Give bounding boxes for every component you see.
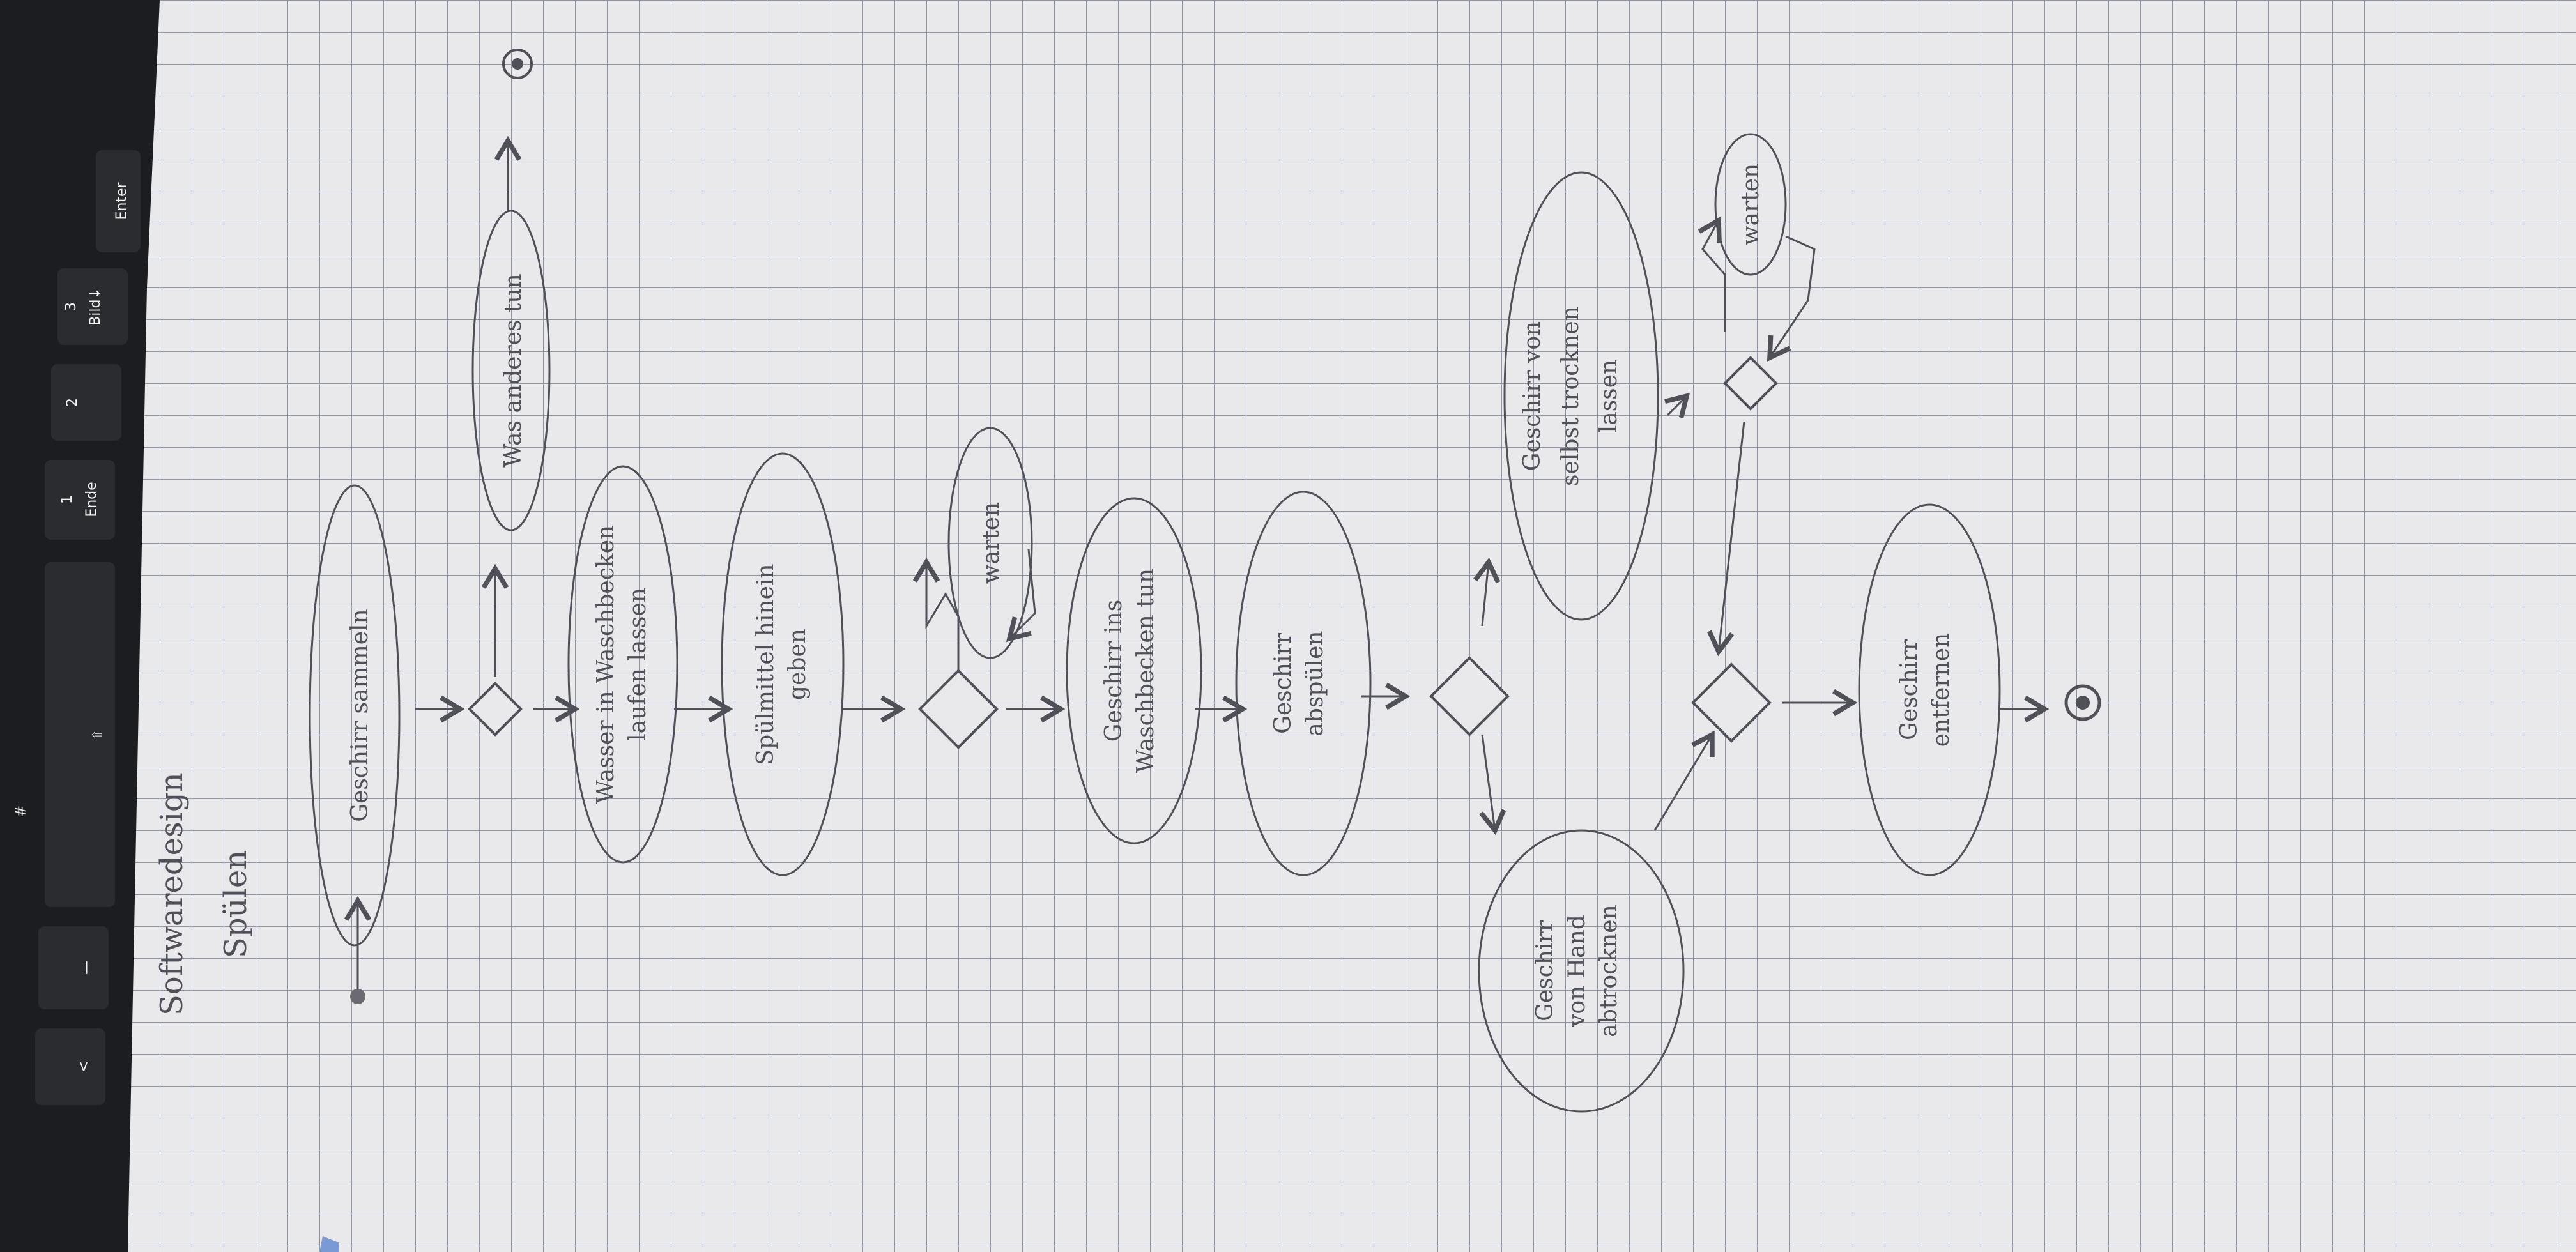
start-node (350, 989, 365, 1004)
activity-a5 (947, 427, 1033, 659)
label-a9-line2: selbst trocknen (1558, 306, 1584, 486)
edge-d4-d5 (1707, 421, 1745, 657)
edge-a8-d5 (1653, 730, 1715, 831)
activity-a1 (309, 484, 401, 947)
key-1 (45, 460, 115, 540)
edge-d3-a9 (1473, 557, 1501, 627)
activity-a2 (471, 210, 551, 531)
decision-4 (1723, 356, 1778, 411)
key-label-1: 1 (59, 495, 75, 504)
label-a3-line1: Wasser in Waschbecken (593, 525, 619, 804)
activity-a7 (1235, 491, 1372, 876)
key-label-minus: — (79, 961, 95, 975)
key-label-2: 2 (65, 398, 80, 407)
key-enter (96, 150, 141, 252)
decision-nodes (468, 356, 1778, 749)
label-a2: Was anderes tun (500, 273, 526, 468)
end-node-bottom (2064, 684, 2101, 721)
key-minus (38, 926, 109, 1009)
key-label-hash: # (13, 805, 29, 817)
key-label-3: 3 (63, 302, 79, 311)
edge-a10-d4 (1767, 235, 1816, 362)
diagram-edges (344, 135, 2050, 996)
label-a11-line1: Geschirr (1896, 639, 1922, 740)
key-label-enter: Enter (114, 182, 130, 220)
activity-shapes (309, 133, 2001, 1113)
page-title: Softwaredesign (154, 772, 190, 1016)
activity-a11 (1858, 503, 2001, 876)
label-a4-line2: geben (785, 629, 811, 700)
label-a6-line1: Geschirr ins (1101, 600, 1127, 742)
decision-3 (1429, 656, 1510, 737)
key-label-ende: Ende (84, 482, 100, 517)
label-a4-line1: Spülmittel hinein (753, 563, 779, 765)
end-node-top (502, 49, 533, 79)
label-a6-line2: Waschbecken tun (1133, 569, 1159, 773)
key-label-less: < (76, 1061, 92, 1073)
key-label-bild: Bild↓ (88, 287, 103, 326)
activity-a8 (1478, 829, 1685, 1113)
label-a11-line2: entfernen (1928, 633, 1954, 747)
label-a9-line1: Geschirr von (1519, 321, 1545, 471)
activity-a3 (567, 465, 678, 864)
edge-a9-d4 (1664, 392, 1690, 418)
page-subtitle: Spülen (218, 850, 254, 958)
key-shift (45, 562, 115, 907)
keyboard: Enter 3 Bild↓ 2 1 Ende ⇧ # — < (0, 0, 160, 1252)
edge-d3-a8 (1479, 734, 1506, 836)
decision-5 (1691, 662, 1772, 743)
edge-d2-a5 (912, 557, 960, 671)
decision-1 (468, 682, 523, 737)
label-a10: warten (1738, 164, 1764, 245)
label-a8-line1: Geschirr (1532, 920, 1558, 1021)
decision-2 (918, 669, 999, 749)
activity-a4 (721, 452, 845, 876)
activity-a10 (1714, 133, 1787, 276)
activity-labels: Geschirr sammeln Was anderes tun Wasser … (347, 164, 1954, 1037)
key-2 (51, 364, 121, 441)
label-a7-line2: abspülen (1302, 630, 1328, 736)
label-a7-line1: Geschirr (1270, 632, 1296, 734)
activity-a6 (1066, 497, 1202, 844)
label-a1: Geschirr sammeln (347, 609, 373, 821)
label-a8-line2: von Hand (1564, 915, 1590, 1028)
key-3 (57, 268, 128, 345)
key-label-shift: ⇧ (90, 729, 106, 740)
activity-a9 (1503, 171, 1659, 621)
key-less (35, 1028, 105, 1105)
label-a8-line3: abtrocknen (1596, 905, 1622, 1037)
label-a9-line3: lassen (1596, 360, 1622, 432)
label-a3-line2: laufen lassen (625, 588, 651, 741)
pen-tip (319, 1236, 339, 1252)
edge-d4-a10 (1698, 216, 1726, 332)
label-a5: warten (978, 502, 1004, 584)
